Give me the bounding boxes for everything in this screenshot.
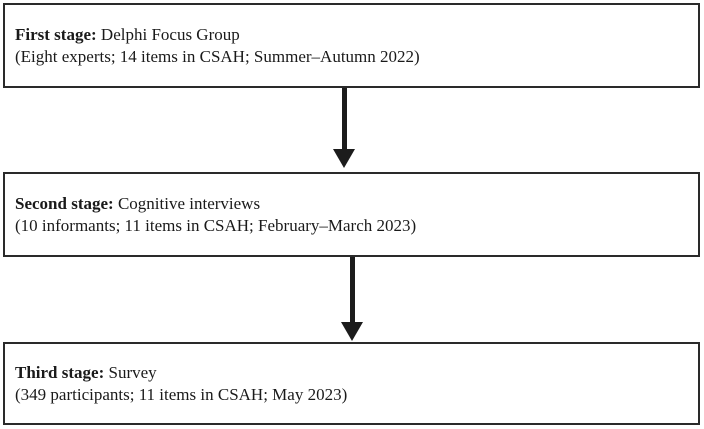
arrow-shaft [349, 257, 355, 322]
stage-label: First stage: [15, 24, 97, 44]
stage-label: Third stage: [15, 362, 105, 382]
stage-label: Second stage: [15, 193, 114, 213]
stage-detail-line: (Eight experts; 14 items in CSAH; Summer… [15, 46, 420, 66]
arrow-shaft [341, 88, 347, 149]
stage-title: Survey [108, 362, 157, 382]
stage-title: Cognitive interviews [117, 193, 261, 213]
stage-title-line: Second stage: Cognitive interviews [15, 193, 690, 215]
stage-detail-line: (349 participants; 11 items in CSAH; May… [15, 384, 348, 404]
stage-title: Delphi Focus Group [100, 24, 240, 44]
stage-box-second: Second stage: Cognitive interviews (10 i… [3, 172, 700, 257]
stage-title-line: Third stage: Survey [15, 362, 690, 384]
stage-box-first: First stage: Delphi Focus Group (Eight e… [3, 3, 700, 88]
stage-title-line: First stage: Delphi Focus Group [15, 24, 690, 46]
arrow-head [333, 149, 355, 168]
stage-box-third: Third stage: Survey (349 participants; 1… [3, 342, 700, 425]
stage-detail-line: (10 informants; 11 items in CSAH; Februa… [15, 215, 417, 235]
down-arrow-icon [333, 88, 355, 168]
arrow-head [341, 322, 363, 341]
down-arrow-icon [341, 257, 363, 341]
